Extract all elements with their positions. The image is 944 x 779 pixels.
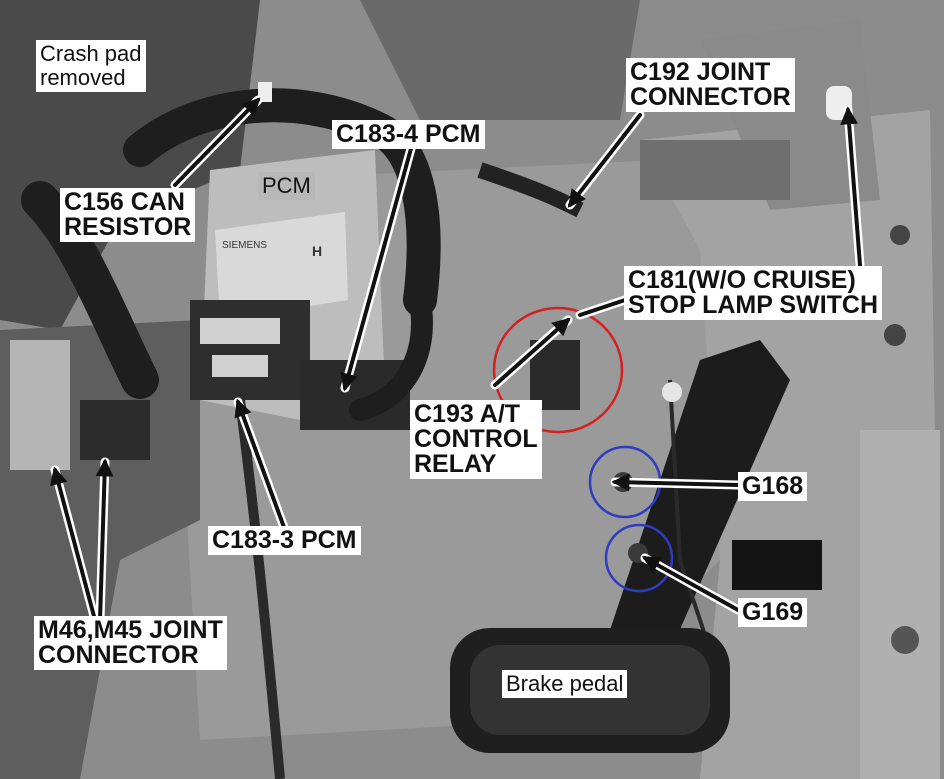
label-g168-text: G168 [742,472,804,500]
label-pcm-text: PCM [262,173,311,198]
label-pcm: PCM [258,172,315,200]
pcm-mark-print: H [312,243,322,259]
arrow-c192-left [567,113,642,208]
arrow-lines [50,97,862,622]
arrow-g169 [641,556,740,612]
arrow-c183-4 [340,143,414,392]
m46-connector-block [80,400,150,460]
arrow-m46-left [50,466,97,622]
label-g169-text: G169 [742,598,804,626]
label-c181: C181(W/O CRUISE) STOP LAMP SWITCH [624,266,883,320]
label-c183-4-text: C183-4 PCM [336,120,481,148]
label-m46-m45: M46,M45 JOINT CONNECTOR [34,616,227,670]
label-m46-line1: M46,M45 JOINT [38,616,223,644]
label-g169: G169 [738,598,808,627]
top-duct [360,0,640,120]
label-crash-pad-line1: Crash pad [40,41,142,66]
arrow-g168 [611,473,740,492]
label-c156-line1: C156 CAN [64,188,185,216]
relay-highlight-circle [492,306,624,434]
label-c193-line1: C193 A/T [414,400,521,428]
label-g168: G168 [738,472,808,501]
wire-harness-left [21,181,159,399]
label-c156-line2: RESISTOR [64,213,192,241]
label-c183-3: C183-3 PCM [208,526,361,555]
junction-bracket [10,340,70,470]
arrow-c193 [493,317,571,387]
label-c156: C156 CAN RESISTOR [60,188,196,242]
pcm-sticker [215,212,348,320]
label-crash-pad: Crash pad removed [36,40,146,92]
wire-harness-pcm [349,289,433,421]
arrow-m46-right [95,458,114,622]
switch-housing [640,140,790,200]
label-c193-line3: RELAY [414,450,497,478]
label-c183-3-text: C183-3 PCM [212,526,357,554]
label-c192-line1: C192 JOINT [630,58,771,86]
label-crash-pad-line2: removed [40,64,126,90]
pcm-brand-print: SIEMENS [222,240,267,251]
label-c192: C192 JOINT CONNECTOR [626,58,795,112]
bracket-bolt [890,225,910,245]
label-c181-line2: STOP LAMP SWITCH [628,291,879,319]
frame-bolt [891,626,919,654]
label-brake-pedal-text: Brake pedal [506,671,624,696]
label-m46-line2: CONNECTOR [38,641,199,669]
c156-resistor [258,82,272,102]
label-c183-4: C183-4 PCM [332,120,485,149]
label-c193-line2: CONTROL [414,425,538,453]
label-brake-pedal: Brake pedal [502,670,628,698]
switch-plunger [662,382,682,402]
pcm-connector-block [190,300,310,400]
g169-highlight-circle [604,523,674,593]
arrow-outlines [50,95,865,625]
bracket-bolt-lower [884,324,906,346]
arrow-c183-3 [234,398,287,532]
label-c192-line2: CONNECTOR [630,83,791,111]
arrow-c192-right [840,106,862,267]
pcm-connector-tag-lower [212,355,268,377]
door-frame [860,430,940,779]
brake-pedal-arm [580,340,790,720]
leader-c181 [578,298,627,317]
label-c181-line1: C181(W/O CRUISE) [628,266,856,294]
label-c193: C193 A/T CONTROL RELAY [410,400,542,479]
pcm-connector-tag [200,318,280,344]
insulation-patch [732,540,822,590]
arrow-c156 [173,97,261,187]
